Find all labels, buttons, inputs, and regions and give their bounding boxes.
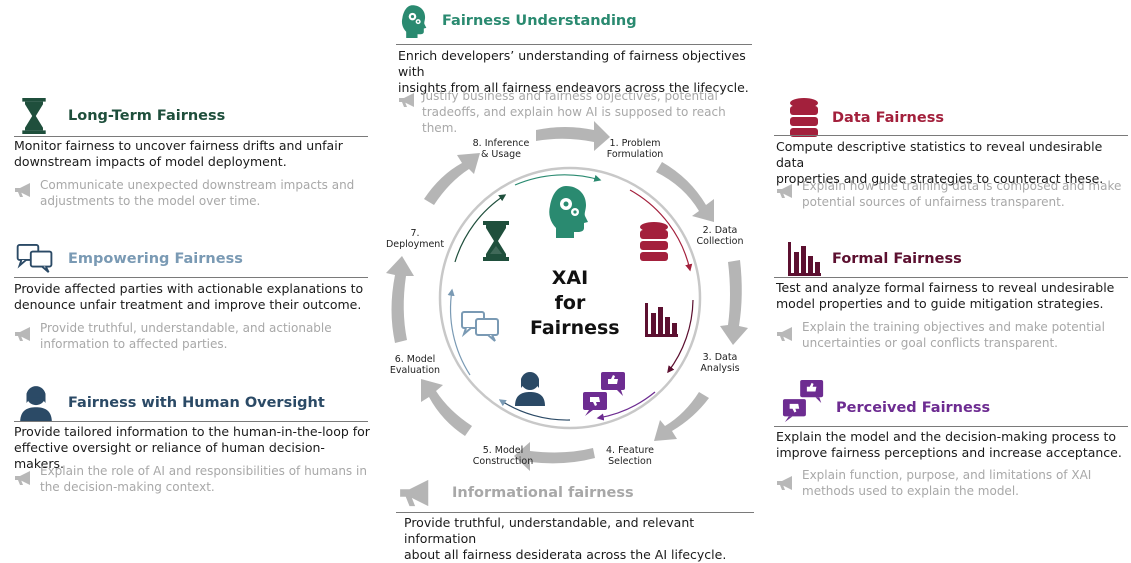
longterm-rule [14, 136, 368, 137]
lifecycle-arrows [386, 121, 748, 471]
database-icon [790, 98, 818, 137]
understanding-title: Fairness Understanding [442, 13, 637, 29]
database-icon [640, 222, 668, 261]
center-title-line1: XAI [551, 267, 589, 289]
lifecycle-diagram [386, 121, 748, 471]
perceived-note: Explain function, purpose, and limitatio… [802, 468, 1092, 498]
longterm-note: Communicate unexpected downstream impact… [40, 178, 355, 208]
understanding-body: Enrich developers’ understanding of fair… [398, 48, 749, 95]
oversight-body: Provide tailored information to the huma… [14, 424, 370, 471]
arrow-3-to-4 [654, 392, 709, 441]
inner-circle [438, 166, 702, 430]
data-rule [774, 135, 1128, 136]
perceived-header: Perceived Fairness [782, 380, 990, 424]
stage-7-label: 7.Deployment [385, 228, 445, 250]
empowering-note: Provide truthful, understandable, and ac… [40, 321, 332, 351]
informational-rule [396, 512, 754, 513]
head-gears-icon [549, 186, 588, 238]
longterm-header: Long-Term Fairness [22, 98, 225, 134]
oversight-note: Explain the role of AI and responsibilit… [40, 464, 367, 494]
person-icon [20, 386, 52, 422]
data-header: Data Fairness [790, 98, 944, 137]
oversight-title: Fairness with Human Oversight [68, 395, 325, 411]
arrow-7-to-8 [424, 153, 480, 205]
megaphone-icon [399, 93, 414, 107]
megaphone-icon [400, 479, 429, 507]
arc-empowering [447, 288, 471, 376]
megaphone-icon [777, 476, 792, 490]
arrow-8-to-1 [536, 121, 610, 151]
hourglass-icon [22, 98, 46, 134]
perceived-title: Perceived Fairness [836, 400, 991, 416]
longterm-title: Long-Term Fairness [68, 108, 226, 124]
center-title: XAI for Fairness [530, 266, 620, 341]
oversight-rule [14, 421, 368, 422]
center-title-line2: for [554, 292, 586, 314]
formal-header: Formal Fairness [788, 242, 962, 276]
center-title-line3: Fairness [530, 317, 620, 339]
longterm-body: Monitor fairness to uncover fairness dri… [14, 138, 343, 169]
empowering-rule [14, 277, 368, 278]
stage-8-label: 8. Inference& Usage [472, 138, 530, 160]
formal-title: Formal Fairness [832, 251, 962, 267]
arc-oversight [498, 399, 571, 421]
arc-longterm [454, 194, 507, 263]
head-gears-icon [401, 5, 427, 38]
chat-bubbles-icon [461, 311, 499, 342]
understanding-note: Justify business and fairness objectives… [422, 89, 726, 135]
megaphone-icon [777, 327, 792, 341]
understanding-header: Fairness Understanding [398, 4, 637, 38]
megaphone-icon [15, 327, 30, 341]
person-icon [515, 372, 545, 406]
chat-bubbles-icon [16, 244, 53, 273]
arrow-1-to-2 [656, 162, 714, 222]
megaphone-icon [777, 184, 792, 198]
arc-data [629, 189, 693, 272]
data-body: Compute descriptive statistics to reveal… [776, 139, 1104, 186]
bar-chart-icon [645, 303, 678, 337]
formal-rule [774, 277, 1128, 278]
feedback-bubbles-icon [782, 380, 824, 423]
data-note: Explain how the training data is compose… [802, 179, 1122, 209]
empowering-header: Empowering Fairness [16, 244, 243, 274]
megaphone-icon [15, 471, 30, 485]
hourglass-icon [483, 221, 509, 261]
informational-body: Provide truthful, understandable, and re… [404, 515, 727, 562]
arc-formal [667, 299, 694, 374]
arrow-5-to-6 [421, 379, 472, 436]
formal-note: Explain the training objectives and make… [802, 320, 1105, 350]
data-title: Data Fairness [832, 109, 944, 126]
arc-perceived [596, 391, 656, 421]
perceived-body: Explain the model and the decision-makin… [776, 429, 1122, 460]
formal-body: Test and analyze formal fairness to reve… [776, 280, 1115, 311]
informational-title: Informational fairness [452, 485, 634, 501]
empowering-title: Empowering Fairness [68, 251, 243, 267]
informational-header: Informational fairness [398, 478, 634, 508]
arrow-6-to-7 [386, 256, 414, 343]
megaphone-icon [15, 183, 30, 197]
arc-understanding [514, 174, 602, 186]
understanding-rule [396, 44, 752, 45]
feedback-bubbles-icon [583, 372, 625, 416]
arrow-4-to-5 [514, 442, 595, 471]
empowering-body: Provide affected parties with actionable… [14, 281, 364, 312]
bar-chart-icon [788, 242, 821, 276]
oversight-header: Fairness with Human Oversight [20, 384, 325, 422]
perceived-rule [774, 426, 1128, 427]
arrow-2-to-3 [720, 260, 748, 345]
